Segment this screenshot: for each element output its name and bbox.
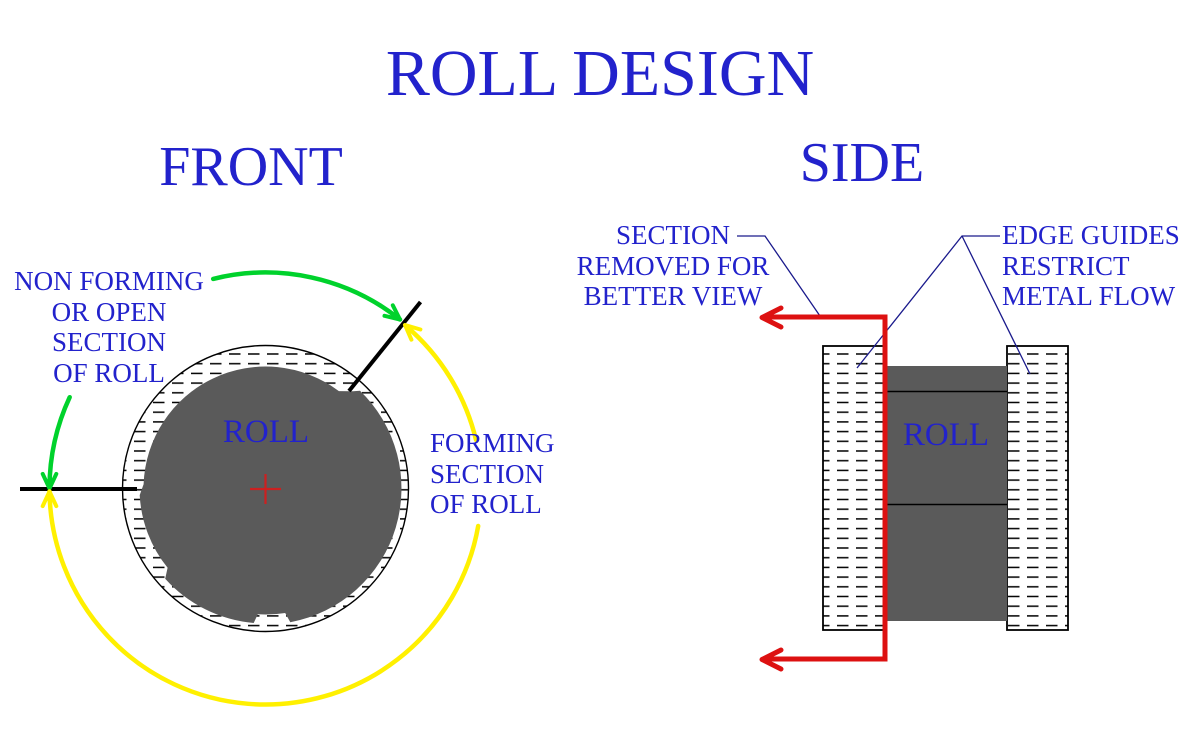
page-title: ROLL DESIGN: [385, 37, 815, 110]
forming-label: FORMING SECTION OF ROLL: [430, 428, 555, 520]
edge-guides-label-line: RESTRICT: [1002, 250, 1130, 281]
side-roll-body: [887, 366, 1007, 621]
front-view-drawing: [20, 270, 481, 707]
non-forming-label: NON FORMING OR OPEN SECTION OF ROLL: [8, 266, 210, 388]
side-view-heading: SIDE: [799, 132, 925, 194]
yellow-arrowhead-up-left-icon: [403, 323, 423, 342]
edge-guides-leader: [856, 235, 1031, 375]
forming-arc: [40, 323, 481, 707]
forming-arc-bottom-segment: [47, 489, 481, 707]
green-arrowhead-down-icon: [40, 471, 59, 491]
yellow-arrowhead-up-icon: [40, 489, 59, 509]
forming-arc-right-segment: [403, 323, 479, 443]
non-forming-label-line: OR OPEN: [51, 296, 167, 327]
section-removed-label-line: REMOVED FOR: [576, 250, 770, 281]
red-arrowhead-bottom-icon: [759, 647, 784, 672]
section-boundary-line-upper-right: [347, 300, 423, 393]
edge-guides-label: EDGE GUIDES RESTRICT METAL FLOW: [1002, 220, 1180, 312]
non-forming-label-line: NON FORMING: [14, 266, 204, 296]
non-forming-label-line: SECTION: [52, 327, 166, 357]
non-forming-label-line: OF ROLL: [53, 357, 165, 388]
non-forming-arc-left-segment: [47, 394, 72, 490]
section-removed-label-line: BETTER VIEW: [583, 281, 763, 311]
red-arrowhead-top-icon: [759, 305, 784, 330]
section-removed-label-line: SECTION: [616, 220, 730, 250]
edge-guides-label-line: EDGE GUIDES: [1002, 220, 1180, 250]
green-arrowhead-lower-right-icon: [382, 303, 402, 322]
forming-label-line: SECTION: [430, 458, 544, 489]
front-view-heading: FRONT: [159, 136, 343, 198]
center-cross-mark: [250, 474, 281, 504]
front-roll-label: ROLL: [222, 414, 310, 450]
non-forming-arc: [40, 270, 403, 491]
front-roll-body: [139, 366, 402, 623]
forming-label-line: OF ROLL: [430, 489, 542, 519]
right-edge-guide: [1006, 345, 1069, 631]
section-cut-line: [766, 314, 888, 662]
section-removed-bracket: [759, 305, 888, 672]
edge-guides-label-line: METAL FLOW: [1002, 281, 1176, 311]
section-removed-leader: [737, 235, 821, 317]
side-roll-label: ROLL: [902, 417, 990, 453]
left-edge-guide: [822, 345, 886, 631]
section-removed-label: SECTION REMOVED FOR BETTER VIEW: [568, 220, 778, 312]
leader-lines: [737, 235, 1031, 375]
forming-label-line: FORMING: [430, 428, 555, 458]
side-view-drawing: [737, 235, 1069, 672]
non-forming-arc-top-segment: [210, 270, 403, 322]
